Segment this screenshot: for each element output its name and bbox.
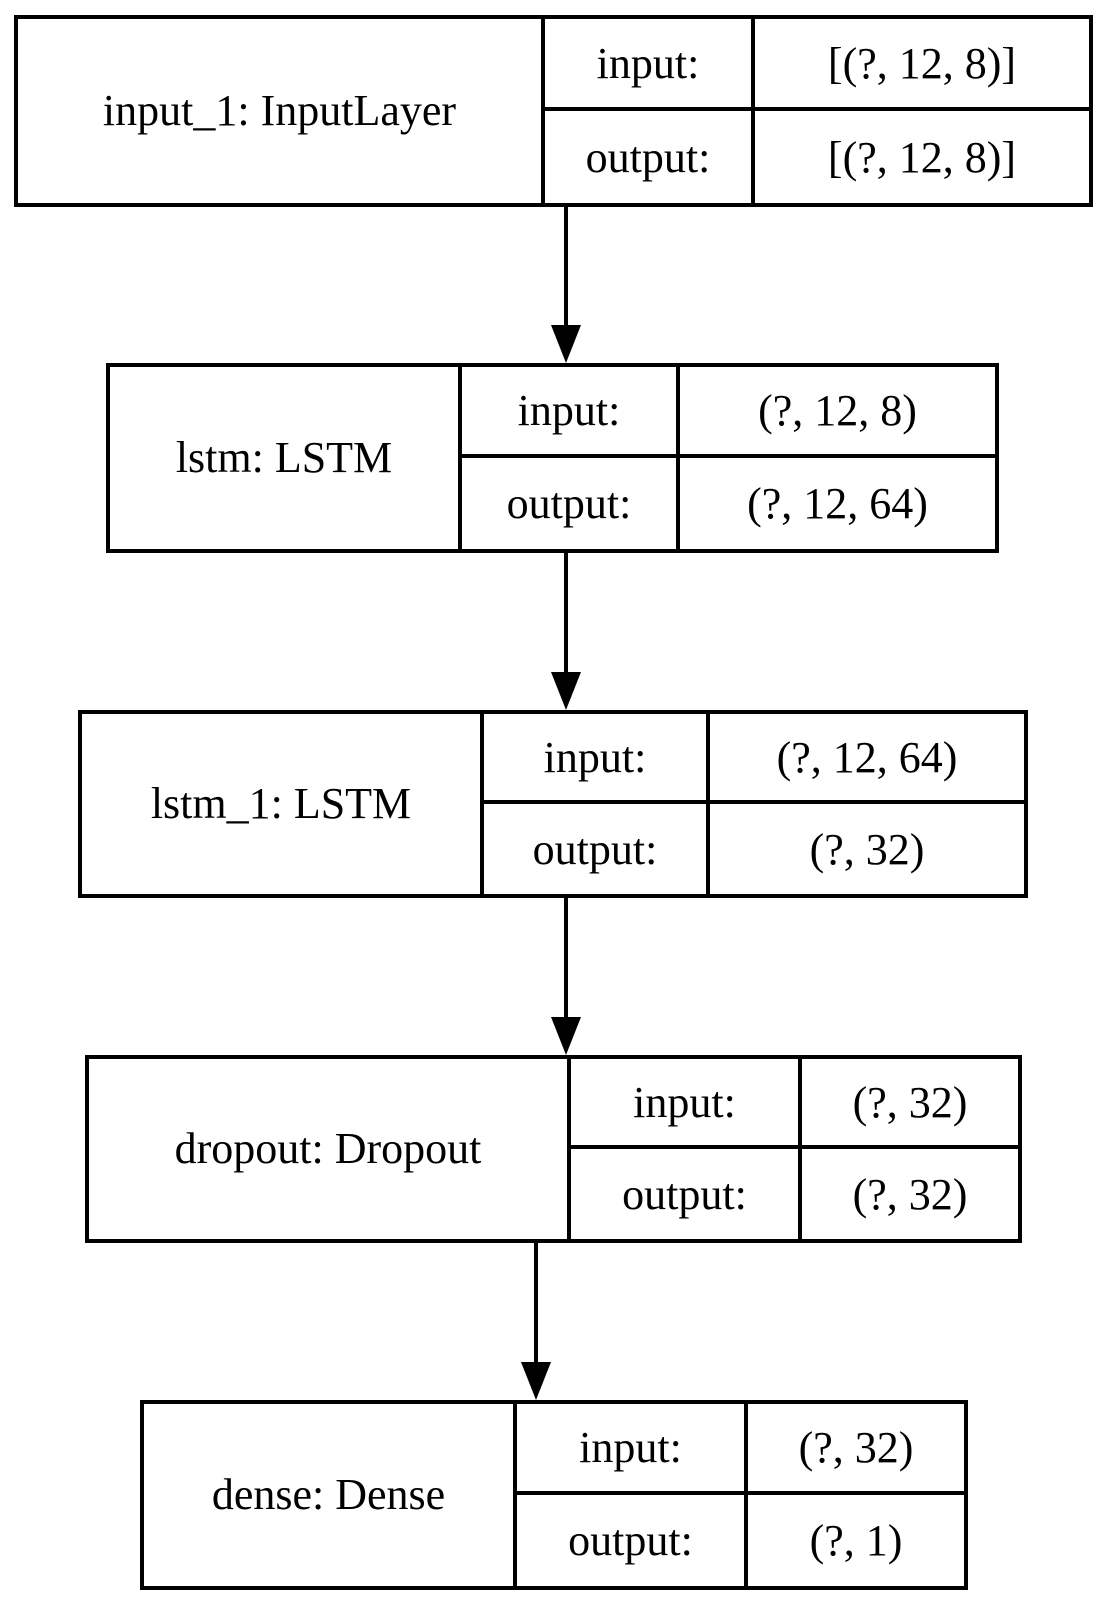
edge-lstm-1-to-dropout-arrowhead [551,1017,581,1055]
node-lstm-1-output-row: output: (?, 32) [484,804,1024,894]
node-input-1-output-value: [(?, 12, 8)] [827,132,1017,182]
node-lstm-input-row: input: (?, 12, 8) [462,367,995,458]
node-dense-output-value: (?, 1) [809,1516,903,1565]
edge-dropout-to-dense [521,1243,551,1400]
node-input-1-title: input_1: InputLayer [102,85,457,135]
node-dropout-output-value: (?, 32) [852,1169,968,1219]
edge-input-1-to-lstm-arrowhead [551,325,581,363]
edge-input-1-to-lstm [551,207,581,363]
node-dense-input-label: input: [517,1404,748,1491]
edge-lstm-1-to-dropout [551,898,581,1055]
node-dropout-input-value: (?, 32) [852,1077,968,1127]
edge-dropout-to-dense-arrowhead [521,1362,551,1400]
node-lstm-output-value: (?, 12, 64) [747,479,928,528]
node-input-1-input-row: input: [(?, 12, 8)] [545,19,1089,111]
node-lstm-input-value: (?, 12, 8) [758,386,917,435]
node-input-1-input-label: input: [545,19,755,107]
node-dropout-title: dropout: Dropout [174,1123,482,1173]
node-input-1-shape-table: input: [(?, 12, 8)] output: [(?, 12, 8)] [541,19,1089,203]
node-dense[interactable]: dense: Dense input: (?, 32) output: (?, … [140,1400,968,1590]
node-lstm-1-output-label: output: [484,804,710,894]
edge-lstm-to-lstm-1 [551,553,581,710]
node-dense-input-value: (?, 32) [798,1423,914,1472]
edge-lstm-to-lstm-1-arrowhead [551,672,581,710]
node-dense-shape-table: input: (?, 32) output: (?, 1) [513,1404,964,1586]
node-lstm-1-input-value: (?, 12, 64) [776,732,958,782]
node-dense-title: dense: Dense [211,1469,446,1519]
edge-input-1-to-lstm-line [564,207,568,327]
edge-lstm-1-to-dropout-line [564,898,568,1018]
node-lstm-1-input-label: input: [484,714,710,800]
node-lstm-1-output-value: (?, 32) [809,824,925,874]
node-lstm[interactable]: lstm: LSTM input: (?, 12, 8) output: (?,… [106,363,999,553]
node-lstm-1[interactable]: lstm_1: LSTM input: (?, 12, 64) output: … [78,710,1028,898]
node-dropout-output-label: output: [571,1149,802,1239]
node-lstm-output-row: output: (?, 12, 64) [462,458,995,549]
node-lstm-1-shape-table: input: (?, 12, 64) output: (?, 32) [480,714,1024,894]
node-dropout-input-label: input: [571,1059,802,1145]
node-input-1-output-label: output: [545,111,755,203]
node-lstm-1-input-row: input: (?, 12, 64) [484,714,1024,804]
node-dropout[interactable]: dropout: Dropout input: (?, 32) output: … [85,1055,1022,1243]
edge-dropout-to-dense-line [534,1243,538,1363]
node-dropout-shape-table: input: (?, 32) output: (?, 32) [567,1059,1018,1239]
node-input-1-output-row: output: [(?, 12, 8)] [545,111,1089,203]
edge-lstm-to-lstm-1-line [564,553,568,673]
node-dense-input-row: input: (?, 32) [517,1404,964,1495]
node-lstm-output-label: output: [462,458,680,549]
node-dropout-output-row: output: (?, 32) [571,1149,1018,1239]
node-lstm-shape-table: input: (?, 12, 8) output: (?, 12, 64) [458,367,995,549]
node-dense-output-row: output: (?, 1) [517,1495,964,1586]
node-input-1[interactable]: input_1: InputLayer input: [(?, 12, 8)] … [14,15,1093,207]
node-dense-output-label: output: [517,1495,748,1586]
node-lstm-1-title: lstm_1: LSTM [150,778,412,828]
node-lstm-input-label: input: [462,367,680,454]
node-input-1-input-value: [(?, 12, 8)] [827,38,1017,88]
node-dropout-input-row: input: (?, 32) [571,1059,1018,1149]
node-lstm-title: lstm: LSTM [175,432,393,482]
